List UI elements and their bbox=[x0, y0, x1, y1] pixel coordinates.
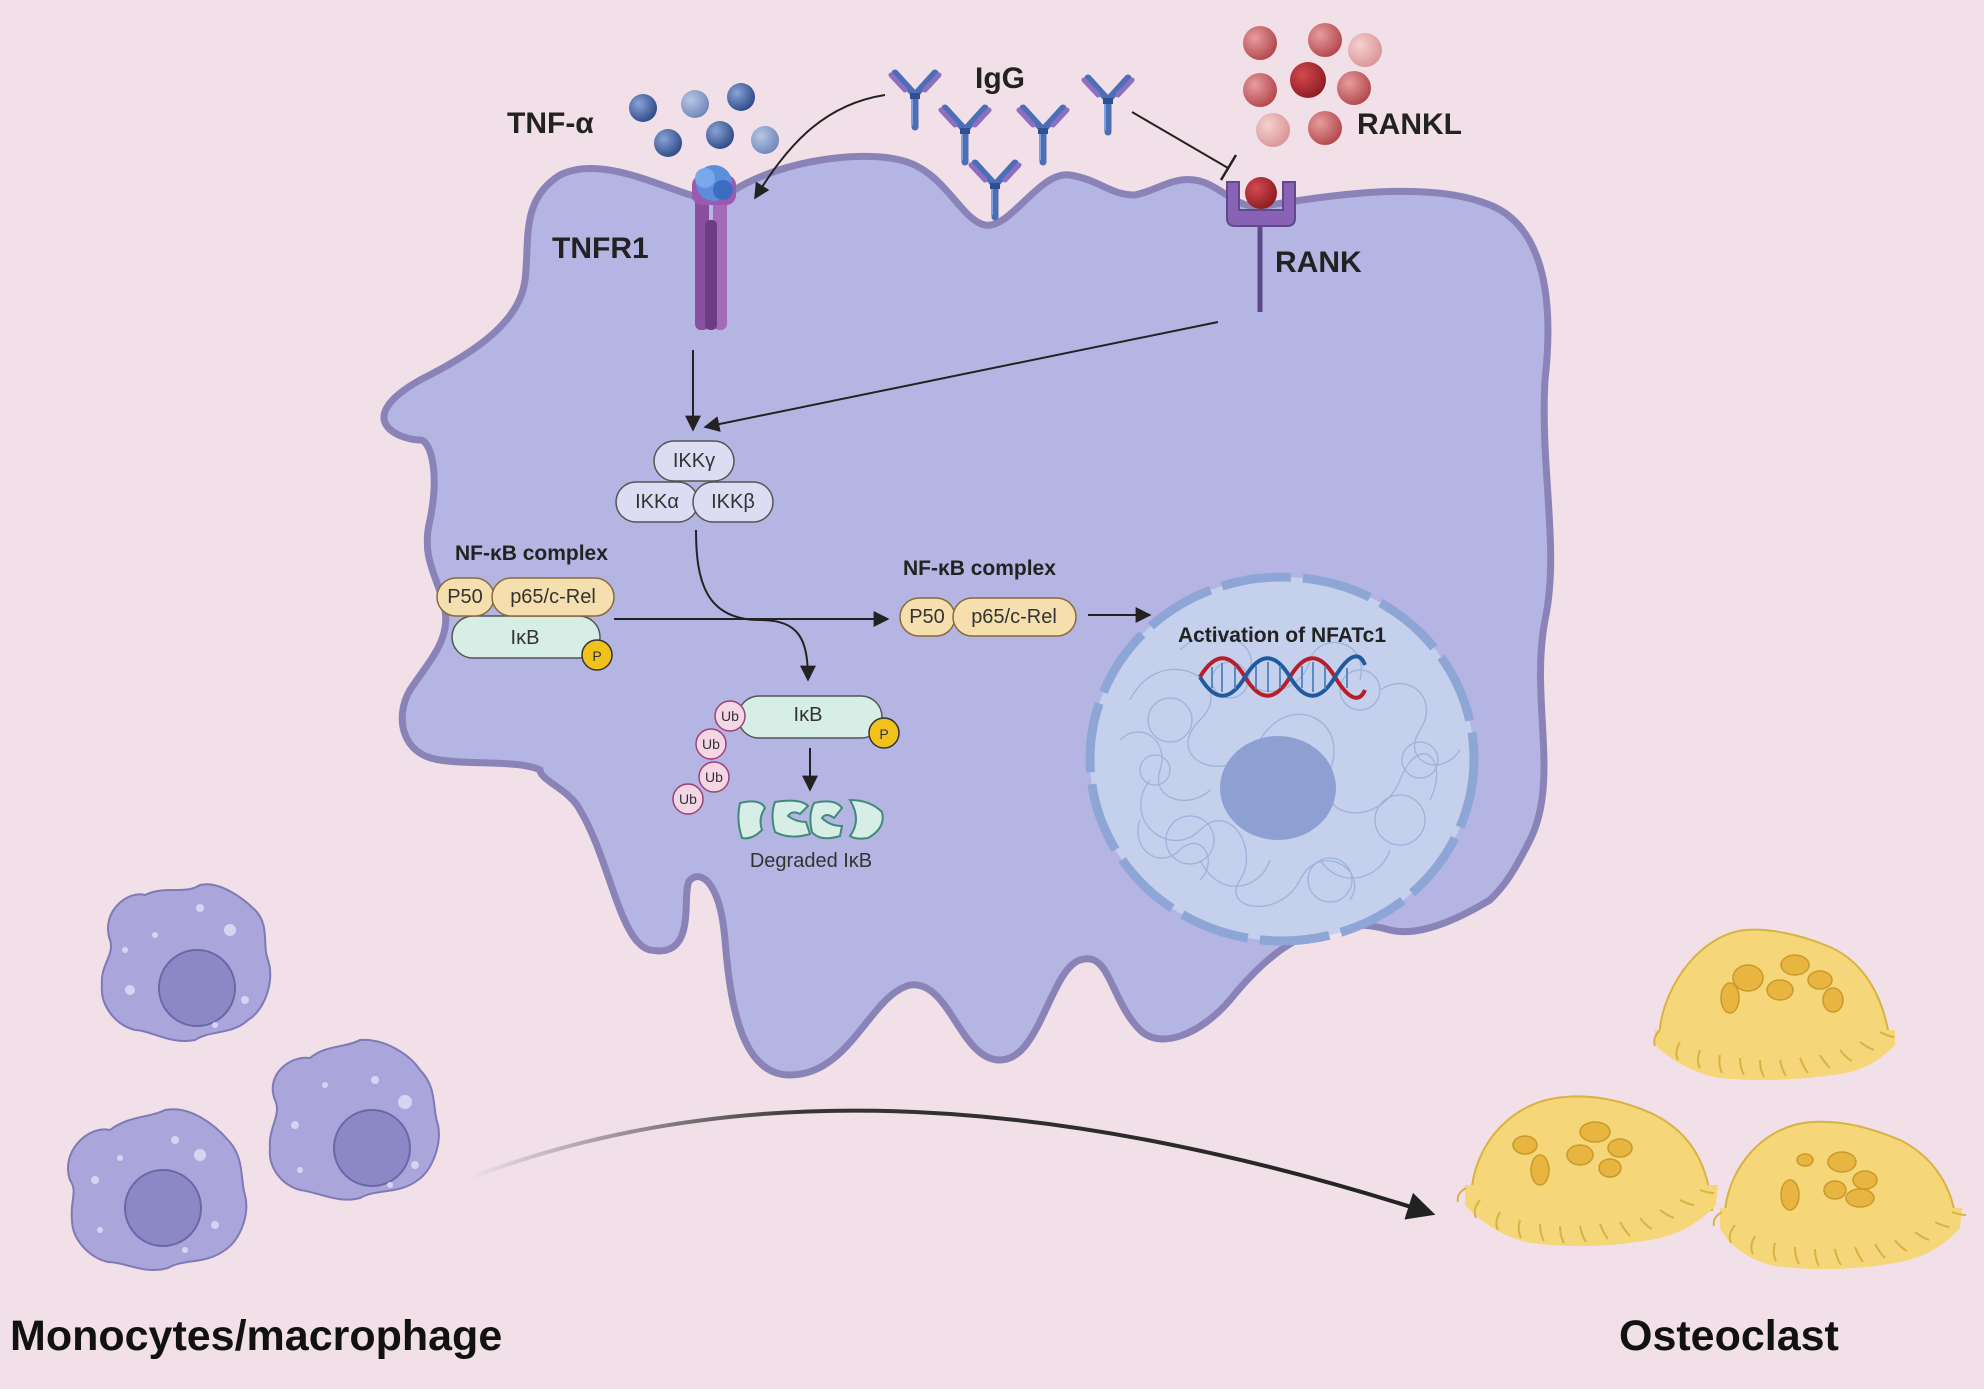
ikk-beta-label: IKKβ bbox=[711, 491, 755, 513]
dna-helix-icon bbox=[1198, 654, 1367, 700]
p65-left-label: p65/c-Rel bbox=[510, 586, 596, 608]
ub-2-label: Ub bbox=[702, 736, 720, 752]
nfkb-complex-left-label: NF-κB complex bbox=[455, 542, 608, 565]
ub-4-label: Ub bbox=[679, 791, 697, 807]
igg-label: IgG bbox=[975, 62, 1025, 95]
rankl-molecules bbox=[1243, 23, 1382, 147]
ikb-ub-label: IκB bbox=[794, 704, 823, 726]
monocytes-label: Monocytes/macrophage bbox=[10, 1312, 502, 1360]
tnfr1-receptor bbox=[692, 165, 736, 330]
nucleus bbox=[1085, 572, 1479, 946]
tnfr1-label: TNFR1 bbox=[552, 232, 649, 265]
ikb-left-label: IκB bbox=[511, 627, 540, 649]
nfkb-complex-left: IκB P50 p65/c-Rel P bbox=[436, 577, 615, 671]
ikk-to-ikb-degradation-arrow bbox=[695, 529, 816, 682]
phospho-left-label: P bbox=[592, 648, 601, 664]
osteoclast-cells bbox=[1456, 928, 1967, 1270]
ub-1-label: Ub bbox=[721, 708, 739, 724]
ub-3-label: Ub bbox=[705, 769, 723, 785]
rank-receptor bbox=[1226, 177, 1296, 312]
tnf-alpha-molecules bbox=[629, 83, 779, 157]
osteoclast-label: Osteoclast bbox=[1619, 1312, 1839, 1360]
p50-right-label: P50 bbox=[909, 606, 945, 628]
p50-left-label: P50 bbox=[447, 586, 483, 608]
ikk-complex: IKKγ IKKα IKKβ bbox=[615, 440, 774, 523]
ubiquitinated-ikb: IκB P Ub Ub Ub Ub bbox=[672, 695, 900, 815]
differentiation-arrow bbox=[469, 1108, 1436, 1220]
tnf-alpha-label: TNF-α bbox=[507, 107, 594, 140]
degraded-ikb-fragments bbox=[737, 798, 884, 840]
nfkb-complex-right: P50 p65/c-Rel bbox=[899, 597, 1077, 637]
monocyte-cells bbox=[67, 883, 440, 1272]
igg-inhibits-rank bbox=[1131, 111, 1238, 181]
rankl-label: RANKL bbox=[1357, 108, 1462, 141]
nfkb-complex-right-label: NF-κB complex bbox=[903, 557, 1056, 580]
rank-label: RANK bbox=[1275, 246, 1362, 279]
rank-to-ikk-arrow bbox=[703, 321, 1219, 432]
igg-to-tnfr1-arrow bbox=[754, 94, 886, 200]
p65-right-label: p65/c-Rel bbox=[971, 606, 1057, 628]
degraded-ikb-label: Degraded IκB bbox=[750, 850, 872, 872]
activation-nfatc1-label: Activation of NFATc1 bbox=[1178, 624, 1386, 647]
phospho-ub-label: P bbox=[879, 726, 888, 742]
ikk-gamma-label: IKKγ bbox=[673, 450, 715, 472]
ikk-alpha-label: IKKα bbox=[635, 491, 679, 513]
